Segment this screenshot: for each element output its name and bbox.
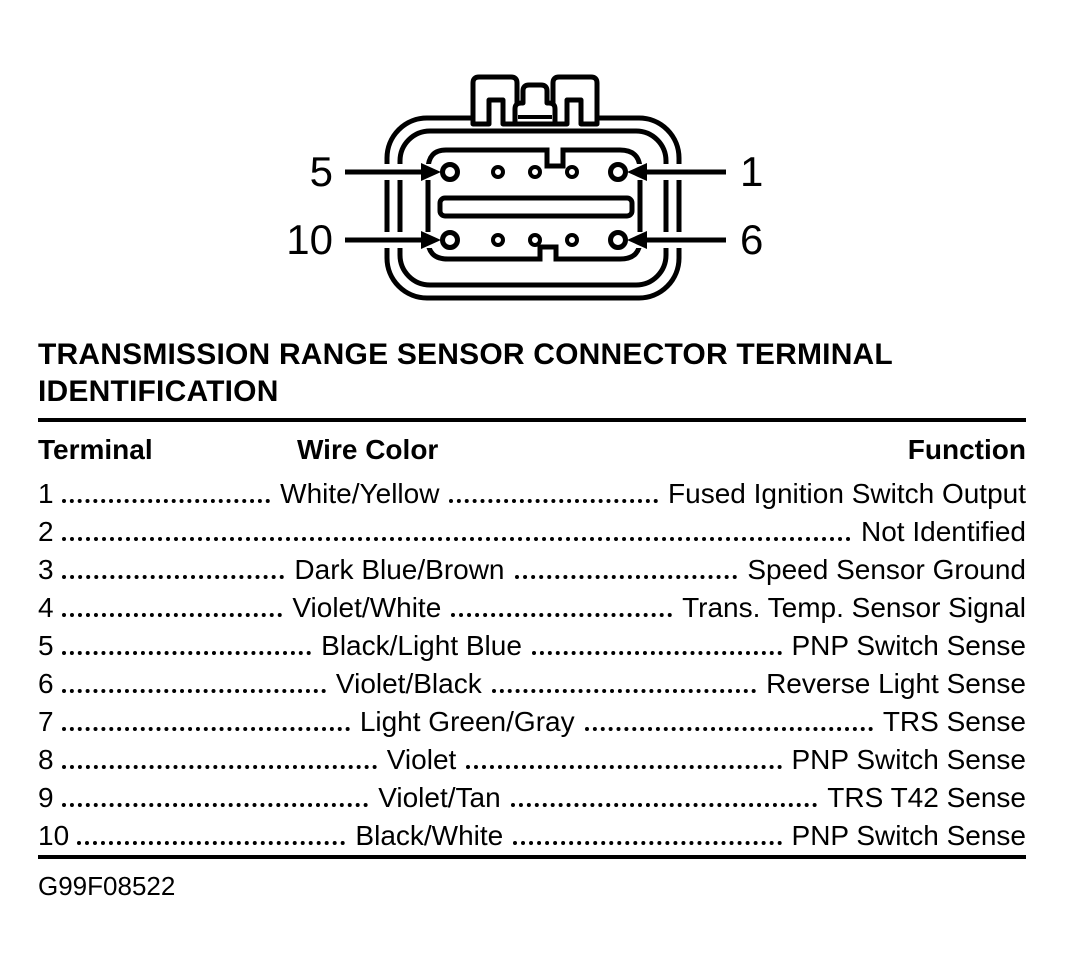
table-row: 8 Violet PNP Switch Sense [38, 738, 1026, 776]
terminal-number: 6 [38, 668, 54, 699]
terminal-number: 4 [38, 592, 54, 623]
table-row: 4 Violet/White Trans. Temp. Sensor Signa… [38, 586, 1026, 624]
dot-leader [513, 841, 782, 845]
dot-leader [61, 689, 326, 693]
terminal-number: 8 [38, 744, 54, 775]
pin-label-5: 5 [310, 148, 333, 195]
pin-8 [528, 233, 542, 247]
dot-leader [514, 575, 738, 579]
pin-9 [491, 233, 505, 247]
dot-leader [61, 499, 271, 503]
bottom-rule [38, 855, 1026, 859]
function-text: PNP Switch Sense [791, 630, 1027, 661]
pin-5 [440, 162, 460, 182]
wire-color: Black/White [355, 820, 504, 851]
terminal-number: 1 [38, 478, 54, 509]
header-function: Function [907, 434, 1026, 465]
pin-label-10: 10 [286, 216, 333, 263]
dot-leader [61, 613, 283, 617]
wire-color: White/Yellow [280, 478, 440, 509]
table-header-row: Terminal Wire Color Function [38, 422, 1026, 466]
table-row: 5 Black/Light Blue PNP Switch Sense [38, 624, 1026, 662]
function-text: Reverse Light Sense [766, 668, 1026, 699]
dot-leader [449, 499, 659, 503]
terminal-number: 9 [38, 782, 54, 813]
terminal-number: 3 [38, 554, 54, 585]
table-section: TRANSMISSION RANGE SENSOR CONNECTOR TERM… [0, 336, 1066, 902]
latch-center-tab [512, 82, 558, 127]
dot-leader [61, 803, 369, 807]
header-wire-color: Wire Color [297, 434, 439, 465]
table-body: 1 White/Yellow Fused Ignition Switch Out… [38, 472, 1026, 852]
dot-leader [510, 803, 818, 807]
connector-key-slot [437, 195, 635, 219]
function-text: Trans. Temp. Sensor Signal [682, 592, 1027, 623]
function-text: Speed Sensor Ground [747, 554, 1026, 585]
dot-leader [61, 765, 377, 769]
dot-leader [491, 689, 757, 693]
table-row: 6 Violet/Black Reverse Light Sense [38, 662, 1026, 700]
function-text: PNP Switch Sense [791, 744, 1027, 775]
connector-diagram: 5 10 1 6 [0, 0, 1066, 312]
wire-color: Dark Blue/Brown [294, 554, 505, 585]
table-row: 9 Violet/Tan TRS T42 Sense [38, 776, 1026, 814]
function-text: PNP Switch Sense [791, 820, 1027, 851]
dot-leader [451, 613, 673, 617]
pin-4 [491, 165, 505, 179]
pin-6 [608, 230, 628, 250]
arrowhead-pin5 [421, 163, 441, 181]
arrowhead-pin10 [421, 231, 441, 249]
dot-leader [61, 537, 851, 541]
dot-leader [531, 651, 782, 655]
terminal-number: 5 [38, 630, 54, 661]
function-text: TRS Sense [882, 706, 1026, 737]
terminal-number: 10 [38, 820, 70, 851]
wire-color: Black/Light Blue [321, 630, 522, 661]
function-text: Not Identified [861, 516, 1026, 547]
dot-leader [61, 651, 312, 655]
table-row: 7 Light Green/Gray TRS Sense [38, 700, 1026, 738]
wire-color: Violet [386, 744, 457, 775]
latch-left-bracket [470, 74, 520, 127]
table-row: 1 White/Yellow Fused Ignition Switch Out… [38, 472, 1026, 510]
pin-7 [565, 233, 579, 247]
top-rule [38, 418, 1026, 422]
pin-label-6: 6 [740, 216, 763, 263]
pin-1 [608, 162, 628, 182]
arrowhead-pin1 [627, 163, 647, 181]
connector-inner-shell [397, 128, 669, 288]
wire-color: Light Green/Gray [359, 706, 575, 737]
terminal-number: 2 [38, 516, 54, 547]
connector-outer-shell [384, 115, 682, 301]
dot-leader [584, 727, 873, 731]
table-row: 10 Black/White PNP Switch Sense [38, 814, 1026, 852]
pin-label-1: 1 [740, 148, 763, 195]
dot-leader [61, 575, 285, 579]
dot-leader [61, 727, 350, 731]
page-title: TRANSMISSION RANGE SENSOR CONNECTOR TERM… [38, 338, 893, 408]
table-row: 3 Dark Blue/Brown Speed Sensor Ground [38, 548, 1026, 586]
wire-color: Violet/Black [335, 668, 482, 699]
header-terminal: Terminal [38, 434, 153, 465]
wire-color: Violet/White [292, 592, 442, 623]
connector-svg: 5 10 1 6 [286, 74, 763, 301]
table-row: 2 Not Identified [38, 510, 1026, 548]
latch-right-bracket [550, 74, 600, 127]
pin-10 [440, 230, 460, 250]
pin-3 [528, 165, 542, 179]
wire-color: Violet/Tan [378, 782, 501, 813]
dot-leader [466, 765, 782, 769]
function-text: TRS T42 Sense [827, 782, 1026, 813]
figure-id: G99F08522 [38, 871, 176, 901]
dot-leader [77, 841, 346, 845]
arrowhead-pin6 [627, 231, 647, 249]
function-text: Fused Ignition Switch Output [668, 478, 1027, 509]
terminal-number: 7 [38, 706, 54, 737]
pin-2 [565, 165, 579, 179]
